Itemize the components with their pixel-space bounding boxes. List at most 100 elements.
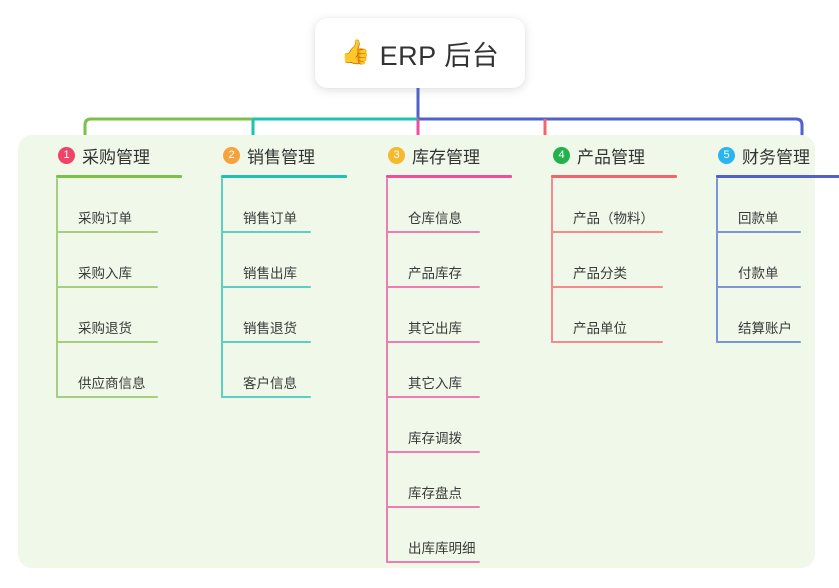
branch-item[interactable]: 采购退货	[56, 288, 182, 343]
branch-item[interactable]: 产品分类	[551, 233, 677, 288]
branch-title: 财务管理	[742, 147, 810, 167]
branch-item[interactable]: 销售出库	[221, 233, 347, 288]
branch-item-label: 采购订单	[78, 211, 132, 226]
branch-spine	[716, 178, 718, 343]
branch-item-underline	[551, 231, 663, 233]
branch-title: 采购管理	[82, 147, 150, 167]
branch-item-underline	[386, 396, 480, 398]
branch-item[interactable]: 采购入库	[56, 233, 182, 288]
branch-item[interactable]: 产品（物料）	[551, 178, 677, 233]
branch-item-underline	[716, 231, 801, 233]
branch-items: 销售订单销售出库销售退货客户信息	[221, 178, 347, 398]
branch-item[interactable]: 销售退货	[221, 288, 347, 343]
branch-item-label: 客户信息	[243, 376, 297, 391]
branch-underline	[221, 175, 347, 178]
branch-item-underline	[221, 286, 311, 288]
branch-number-badge: 3	[388, 146, 405, 164]
branch-item[interactable]: 供应商信息	[56, 343, 182, 398]
branch-item-underline	[56, 341, 158, 343]
branch-item-underline	[716, 286, 801, 288]
branch-item-label: 仓库信息	[408, 211, 462, 226]
branch-item-label: 产品（物料）	[573, 211, 654, 226]
branch-item-label: 付款单	[738, 266, 779, 281]
branch-item-label: 产品单位	[573, 321, 627, 336]
branch-item-label: 产品分类	[573, 266, 627, 281]
branch-item-label: 供应商信息	[78, 376, 146, 391]
branch-item[interactable]: 库存调拨	[386, 398, 512, 453]
branch-item[interactable]: 产品单位	[551, 288, 677, 343]
branch-item-label: 产品库存	[408, 266, 462, 281]
branch-spine	[386, 178, 388, 563]
branch-column: 1 采购管理采购订单采购入库采购退货供应商信息	[38, 135, 182, 398]
branch-item-underline	[386, 506, 480, 508]
branch-item[interactable]: 销售订单	[221, 178, 347, 233]
diagram-canvas: 1 采购管理采购订单采购入库采购退货供应商信息 2 销售管理销售订单销售出库销售退货客…	[18, 135, 839, 568]
branch-item-underline	[386, 286, 480, 288]
branch-item-label: 其它入库	[408, 376, 462, 391]
branch-item-label: 库存调拨	[408, 431, 462, 446]
branch-item-underline	[551, 341, 663, 343]
branch-item-label: 采购入库	[78, 266, 132, 281]
branch-item-underline	[56, 231, 158, 233]
root-title-inner: 👍 ERP 后台	[341, 34, 499, 73]
branch-underline	[56, 175, 182, 178]
branch-item[interactable]: 产品库存	[386, 233, 512, 288]
branch-number-badge: 5	[718, 146, 735, 164]
branch-item-underline	[551, 286, 663, 288]
branch-item[interactable]: 回款单	[716, 178, 839, 233]
branch-number-badge: 2	[223, 146, 240, 164]
branch-item-underline	[386, 231, 480, 233]
branch-item[interactable]: 库存盘点	[386, 453, 512, 508]
branch-number-badge: 1	[58, 146, 75, 164]
branch-item-underline	[386, 451, 480, 453]
branch-title: 产品管理	[577, 147, 645, 167]
branch-column: 2 销售管理销售订单销售出库销售退货客户信息	[203, 135, 347, 398]
branch-item-label: 采购退货	[78, 321, 132, 336]
root-title-label: ERP 后台	[379, 40, 500, 71]
branch-spine	[56, 178, 58, 398]
branch-spine	[551, 178, 553, 343]
branch-item[interactable]: 采购订单	[56, 178, 182, 233]
branch-item[interactable]: 仓库信息	[386, 178, 512, 233]
branch-item[interactable]: 其它入库	[386, 343, 512, 398]
branch-header[interactable]: 3 库存管理	[368, 135, 512, 175]
branch-item-underline	[386, 561, 480, 563]
branch-spine	[221, 178, 223, 398]
branch-item-label: 销售退货	[243, 321, 297, 336]
branch-column: 3 库存管理仓库信息产品库存其它出库其它入库库存调拨库存盘点出库库明细	[368, 135, 512, 563]
branch-item-underline	[386, 341, 480, 343]
root-title-card[interactable]: 👍 ERP 后台	[315, 18, 525, 88]
branch-header[interactable]: 5 财务管理	[698, 135, 839, 175]
branch-item-label: 销售订单	[243, 211, 297, 226]
thumbs-up-icon: 👍	[340, 39, 371, 66]
branch-underline	[551, 175, 677, 178]
branch-item-underline	[221, 341, 311, 343]
branch-item[interactable]: 出库库明细	[386, 508, 512, 563]
branch-item[interactable]: 付款单	[716, 233, 839, 288]
branch-underline	[716, 175, 839, 178]
branch-item-underline	[56, 286, 158, 288]
branch-title: 库存管理	[412, 147, 480, 167]
branch-item-underline	[56, 396, 158, 398]
branch-item-underline	[221, 231, 311, 233]
branch-items: 产品（物料） 产品分类产品单位	[551, 178, 677, 343]
branch-item-underline	[221, 396, 311, 398]
branch-item-label: 其它出库	[408, 321, 462, 336]
branch-item-label: 回款单	[738, 211, 779, 226]
branch-item-label: 库存盘点	[408, 486, 462, 501]
branch-header[interactable]: 2 销售管理	[203, 135, 347, 175]
branch-item[interactable]: 其它出库	[386, 288, 512, 343]
branch-items: 仓库信息产品库存其它出库其它入库库存调拨库存盘点出库库明细	[386, 178, 512, 563]
branch-item-label: 出库库明细	[408, 541, 476, 556]
branch-column: 5 财务管理回款单付款单结算账户	[698, 135, 839, 343]
branch-header[interactable]: 1 采购管理	[38, 135, 182, 175]
branch-item-underline	[716, 341, 801, 343]
branch-underline	[386, 175, 512, 178]
branch-item[interactable]: 客户信息	[221, 343, 347, 398]
branch-items: 采购订单采购入库采购退货供应商信息	[56, 178, 182, 398]
branch-title: 销售管理	[247, 147, 315, 167]
branch-item[interactable]: 结算账户	[716, 288, 839, 343]
